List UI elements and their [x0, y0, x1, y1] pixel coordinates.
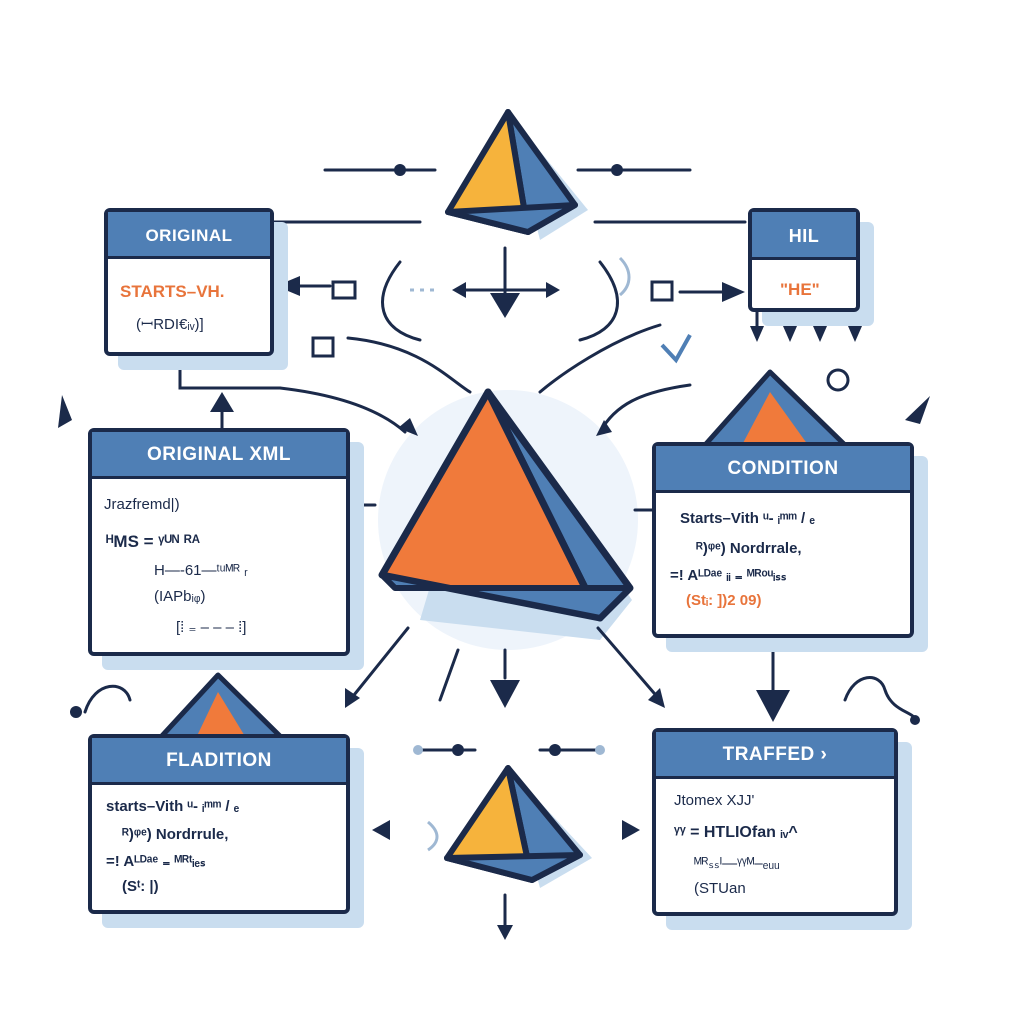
- condition-card-line-1: Starts–Vith ᵘ‑ ᵢᵐᵐ / ₑ: [680, 510, 815, 527]
- fladition-card-line-1: starts–Vith ᵘ‑ ᵢᵐᵐ / ₑ: [106, 798, 240, 815]
- original-xml-card-line-4: (ΙΑΡbᵢᵩ): [154, 588, 206, 605]
- original-xml-card-header: ORIGINAL XML: [92, 432, 346, 476]
- hil-card-divider: [752, 257, 856, 260]
- original-xml-card-line-5: [⁞ ₌ ‒ ‒ ‒ ⁞]: [176, 619, 247, 636]
- hil-card-header: HIL: [752, 212, 856, 257]
- top-triangle: [445, 109, 588, 240]
- traffed-card-line-1: Jtomex XJJ': [674, 792, 755, 809]
- fladition-card-header: FLADITION: [92, 738, 346, 782]
- condition-card-line-3: =! Aᴸᴰᵃᵉ ᵢᵢ ₌ ᴹᴿᵒᵘᵢₛₛ: [670, 567, 787, 584]
- hil-card-line-1: "HE": [780, 280, 820, 299]
- condition-tent-triangle: [702, 369, 848, 448]
- traffed-card-divider: [656, 776, 894, 779]
- traffed-card: TRAFFED › Jtomex XJJ' ᵞᵞ = HTLIOfan ᵢᵥ^ …: [652, 728, 898, 916]
- accent-marks: [410, 256, 850, 852]
- condition-card-header: CONDITION: [656, 446, 910, 490]
- center-triangle: [378, 388, 634, 640]
- traffed-card-header: TRAFFED ›: [656, 732, 894, 776]
- hil-card: HIL "HE": [748, 208, 860, 312]
- glyph-marks: [311, 280, 674, 358]
- condition-card-divider: [656, 490, 910, 493]
- original-xml-card-divider: [92, 476, 346, 479]
- traffed-card-line-2: ᵞᵞ = HTLIOfan ᵢᵥ^: [674, 824, 798, 841]
- original-card-header: ORIGINAL: [108, 212, 270, 256]
- original-card-divider: [108, 256, 270, 259]
- fladition-card: FLADITION starts–Vith ᵘ‑ ᵢᵐᵐ / ₑ ᴿ)ᵠᵉ) N…: [88, 734, 350, 914]
- connectors: [83, 168, 917, 930]
- condition-card-line-4: (Stᵢ: ])2 09): [686, 592, 762, 609]
- fladition-tent-triangle: [157, 672, 285, 741]
- original-card: ORIGINAL STARTS–VH. (ꟷRDI€ᵢᵥ)]: [104, 208, 274, 356]
- bottom-triangle: [444, 765, 592, 888]
- condition-card: CONDITION Starts–Vith ᵘ‑ ᵢᵐᵐ / ₑ ᴿ)ᵠᵉ) N…: [652, 442, 914, 638]
- original-xml-card-line-2: ᴴMS = ᵞᵁᴺ ᴿᴬ: [106, 532, 201, 551]
- arrowheads: [58, 164, 930, 940]
- fladition-card-line-3: =! Aᴸᴰᵃᵉ ₌ ᴹᴿᵗᵢₑₛ: [106, 853, 206, 870]
- fladition-card-line-2: ᴿ)ᵠᵉ) Nordrrule,: [122, 826, 229, 843]
- condition-card-line-2: ᴿ)ᵠᵉ) Nordrrale,: [696, 540, 802, 557]
- fladition-card-line-4: (Sᵗ: |): [122, 878, 159, 895]
- traffed-card-line-4: (STUan: [694, 880, 746, 897]
- original-xml-card: ORIGINAL XML Jrazfremd|) ᴴMS = ᵞᵁᴺ ᴿᴬ H—…: [88, 428, 350, 656]
- original-xml-card-line-1: Jrazfremd|): [104, 496, 180, 513]
- original-xml-card-line-3: H—‑61—ᵗᵘᴹᴿ ᵣ: [154, 562, 248, 579]
- original-card-line-1: STARTS–VH.: [120, 282, 225, 301]
- traffed-card-line-3: ᴹᴿₛₛᴵ—ᵞᵞᴹ–ₑᵤᵤ: [694, 855, 780, 872]
- original-card-line-2: (ꟷRDI€ᵢᵥ)]: [136, 316, 204, 333]
- fladition-card-divider: [92, 782, 346, 785]
